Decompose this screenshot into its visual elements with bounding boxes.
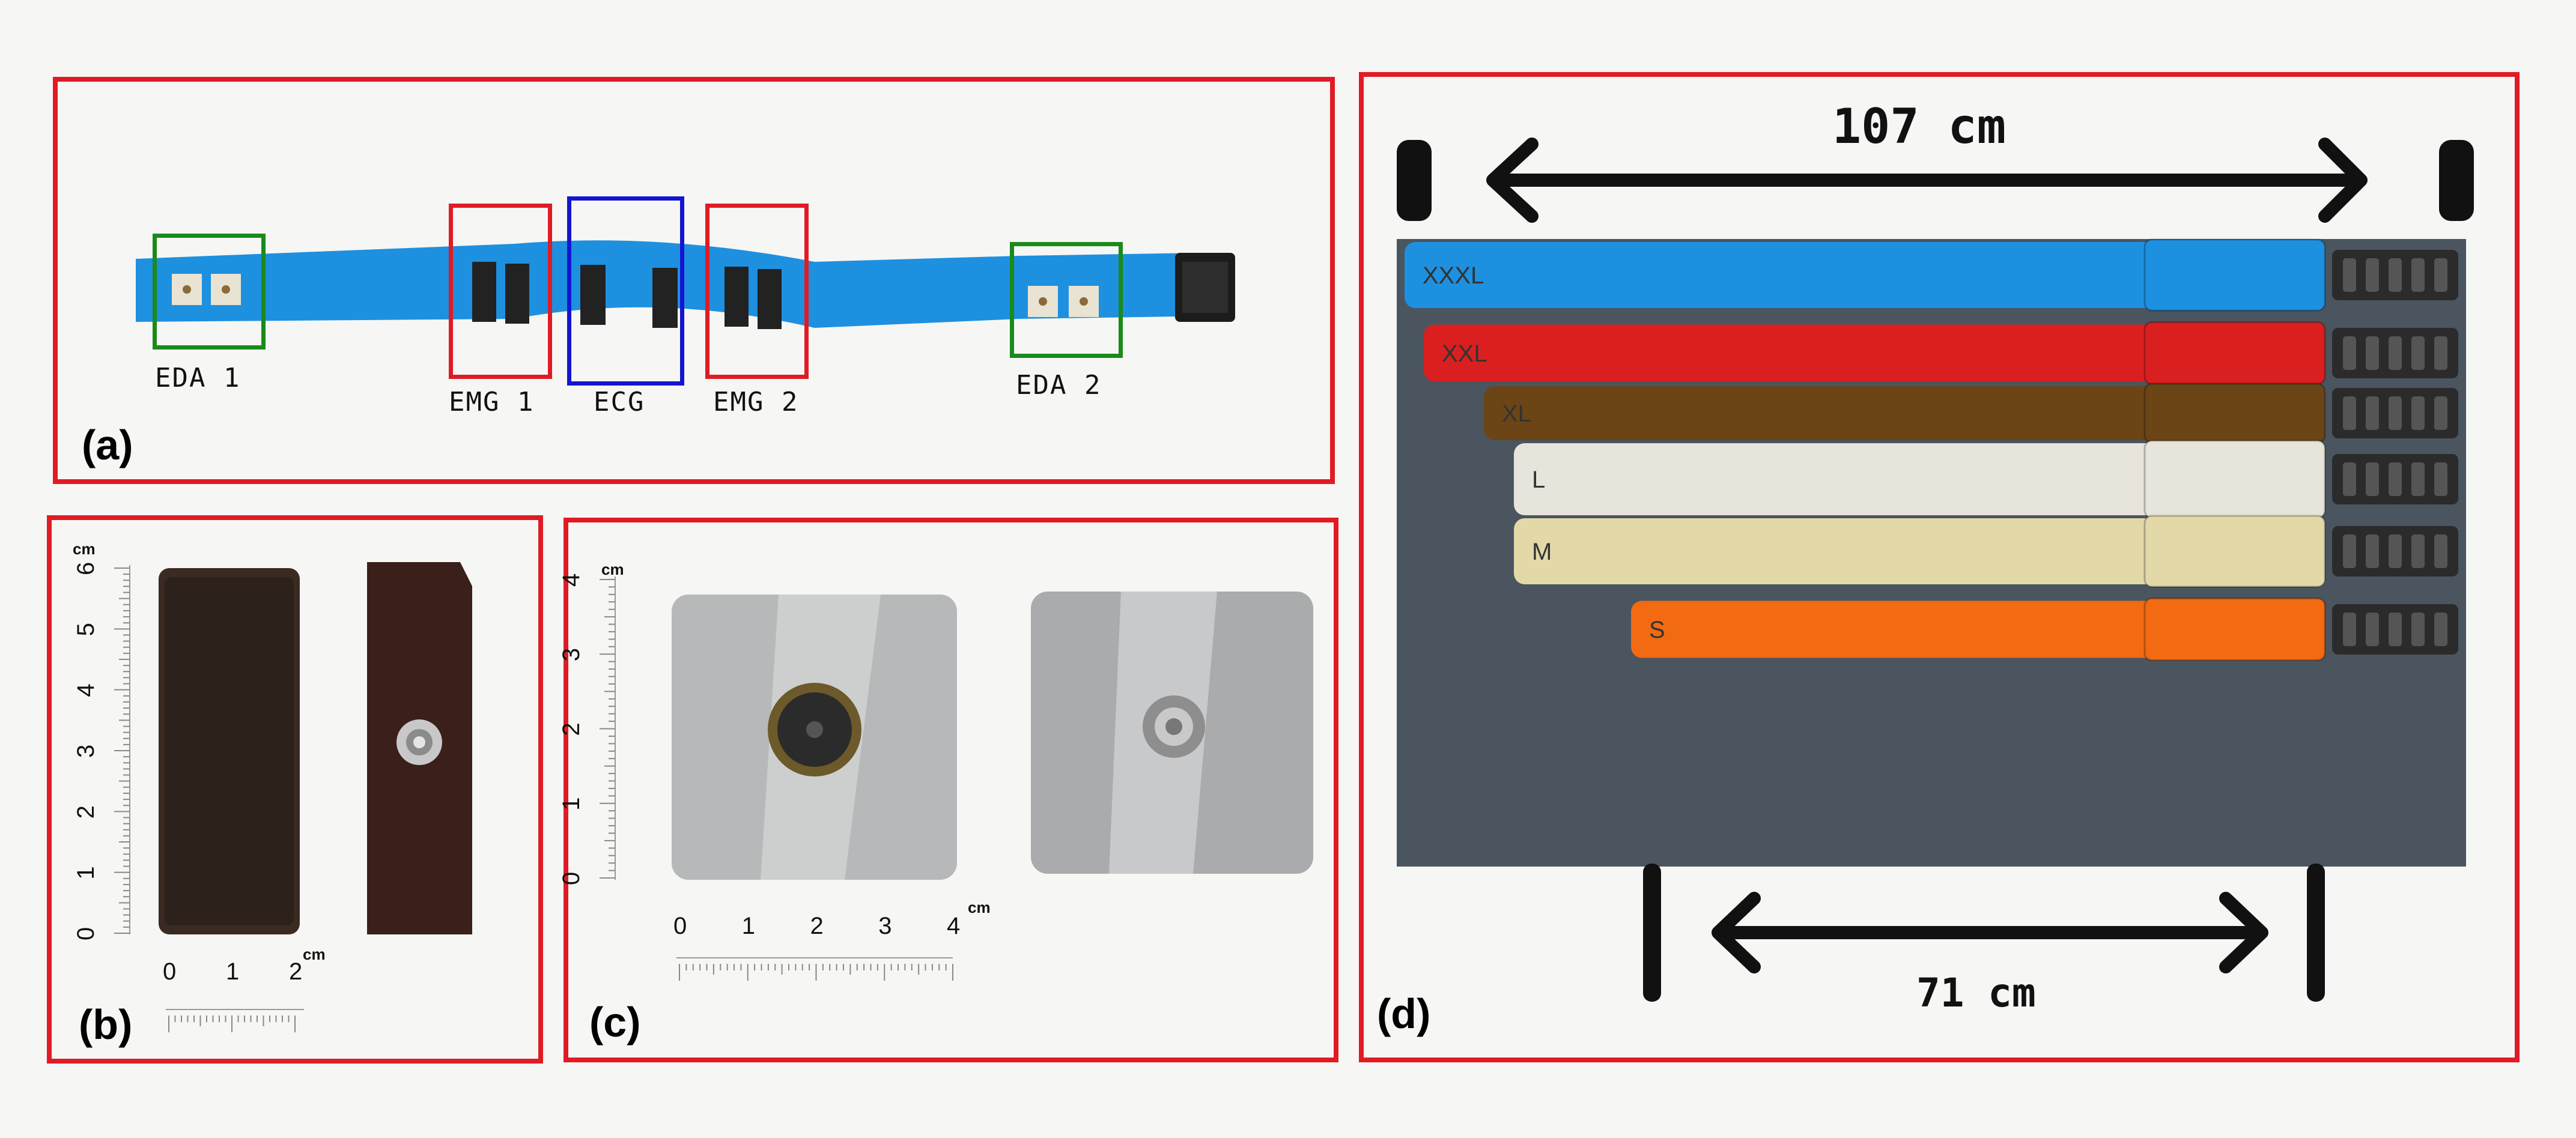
eda1-highlight-box <box>153 234 266 350</box>
ruler-tick-label: 0 <box>73 927 99 940</box>
panel-b: 0 1 2 3 4 5 6 0 1 2 cm cm (b) <box>47 515 543 1064</box>
strap-xxxl <box>1405 242 2319 308</box>
strap-xxl <box>1424 324 2319 382</box>
ruler-tick-label: 2 <box>289 958 302 985</box>
strap-size-label: XXXL <box>1423 262 1484 289</box>
svg-text:cm: cm <box>601 560 624 578</box>
strap-size-label: L <box>1532 467 1545 493</box>
svg-text:cm: cm <box>73 540 96 558</box>
ruler-tick-label: 4 <box>947 913 960 939</box>
strap-l <box>1514 443 2319 515</box>
top-length-label: 107 cm <box>1832 98 2006 154</box>
ruler-tick-label: 4 <box>73 683 99 697</box>
panel-c: 0 1 2 3 4 0 1 2 3 4 cm cm (c) <box>558 518 1338 1062</box>
ruler-tick-label: 3 <box>73 745 99 758</box>
emg-electrode-photo: 0 1 2 3 4 5 6 0 1 2 <box>73 562 472 1032</box>
emg2-highlight-box <box>705 204 809 379</box>
ruler-tick-label: 2 <box>810 913 824 939</box>
svg-text:cm: cm <box>968 898 991 916</box>
ruler-tick-label: 0 <box>673 913 687 939</box>
panel-b-letter: (b) <box>79 1001 133 1048</box>
strap-size-label: XL <box>1502 401 1531 427</box>
ruler-tick-label: 2 <box>73 805 99 819</box>
eda1-label: EDA 1 <box>155 363 241 393</box>
strap-m <box>1514 518 2319 584</box>
ruler-tick-label: 1 <box>742 913 755 939</box>
panel-a: EDA 1 EMG 1 ECG EMG 2 EDA 2 (a) <box>53 77 1335 484</box>
ruler-tick-label: 5 <box>73 623 99 636</box>
bottom-length-label: 71 cm <box>1916 970 2036 1016</box>
ruler-tick-label: 1 <box>558 798 585 811</box>
strap-size-label: S <box>1649 617 1665 643</box>
ruler-tick-label: 3 <box>558 648 585 661</box>
ruler-tick-label: 1 <box>226 958 239 985</box>
emg1-highlight-box <box>449 204 552 379</box>
ruler-tick-label: 4 <box>558 574 585 587</box>
ruler-tick-label: 1 <box>73 866 99 879</box>
ruler-tick-label: 0 <box>558 872 585 885</box>
panel-d: 107 cm XXXL XXL XL L M S 71 cm (d) <box>1359 72 2520 1062</box>
panel-c-letter: (c) <box>589 999 641 1046</box>
strap-sizes-photo: 107 cm XXXL XXL XL L M S 71 cm <box>1397 98 2474 1016</box>
strap-xl <box>1484 386 2319 440</box>
wearable-strap-illustration <box>136 240 1235 329</box>
ruler-tick-label: 3 <box>878 913 892 939</box>
emg2-label: EMG 2 <box>713 387 799 417</box>
strap-size-label: XXL <box>1442 340 1487 367</box>
eda2-label: EDA 2 <box>1016 370 1102 401</box>
svg-text:cm: cm <box>303 945 326 963</box>
ruler-tick-label: 6 <box>73 562 99 575</box>
panel-d-letter: (d) <box>1377 990 1431 1037</box>
ruler-tick-label: 2 <box>558 722 585 736</box>
ecg-label: ECG <box>594 387 645 417</box>
panel-a-letter: (a) <box>82 422 133 468</box>
ecg-highlight-box <box>567 196 684 386</box>
emg1-label: EMG 1 <box>449 387 535 417</box>
ruler-tick-label: 0 <box>163 958 176 985</box>
eda2-highlight-box <box>1010 242 1123 358</box>
strap-size-label: M <box>1532 539 1552 565</box>
eda-electrode-photo: 0 1 2 3 4 0 1 2 3 4 <box>558 574 1313 981</box>
